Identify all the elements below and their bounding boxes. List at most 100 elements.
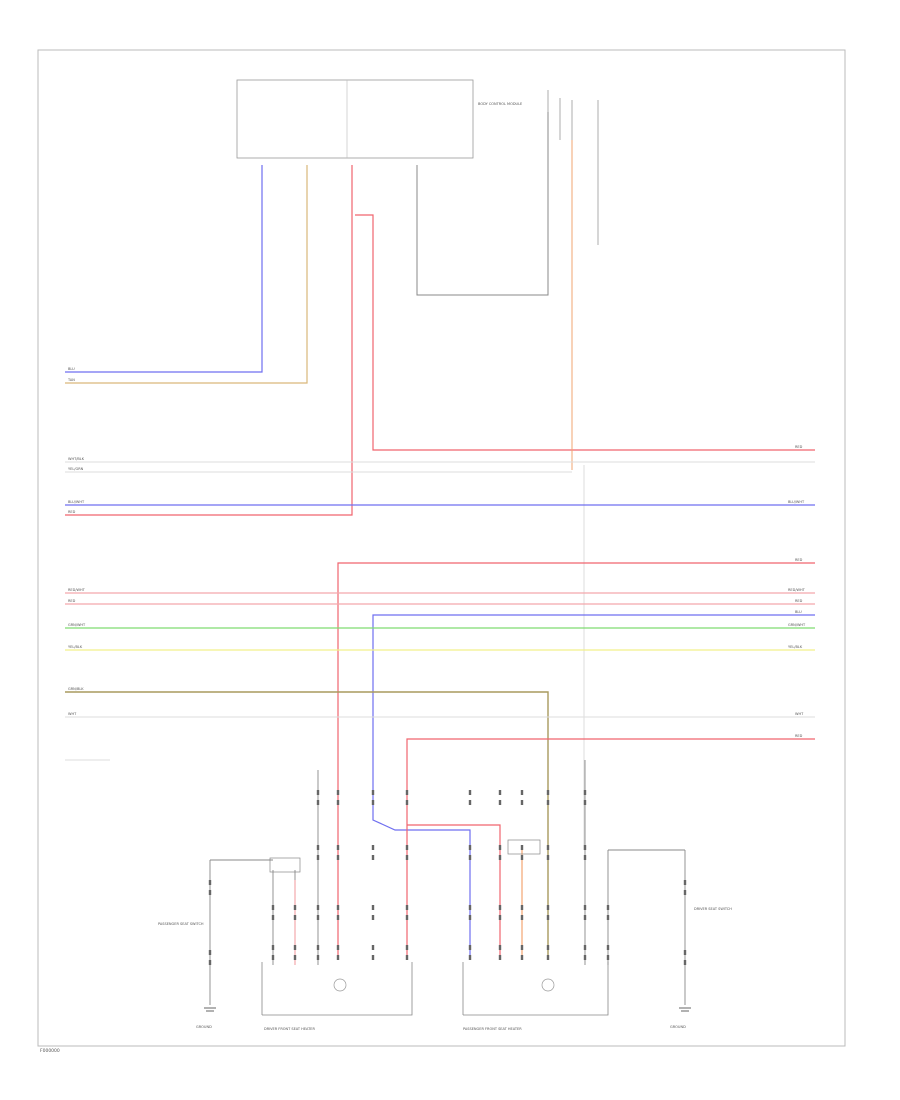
connector-pin <box>583 945 587 950</box>
connector-pin <box>208 960 212 965</box>
connector-pin <box>606 915 610 920</box>
right-heater-label: PASSENGER FRONT SEAT HEATER <box>463 1027 522 1031</box>
label-blu-right: BLU <box>795 610 802 614</box>
connector-pin <box>546 915 550 920</box>
connector-pin <box>405 790 409 795</box>
connector-pin <box>271 905 275 910</box>
connector-pin <box>336 945 340 950</box>
connector-pin <box>520 905 524 910</box>
connector-pin <box>336 915 340 920</box>
top-module-label: BODY CONTROL MODULE <box>478 102 522 106</box>
label-red4-right: RED <box>795 734 803 738</box>
label-yelblk-left: YEL/BLK <box>68 645 83 649</box>
left-heater-label: DRIVER FRONT SEAT HEATER <box>264 1027 315 1031</box>
connector-pin <box>546 855 550 860</box>
right-switch-label: DRIVER SEAT SWITCH <box>694 907 732 911</box>
connector-pin <box>316 905 320 910</box>
connector-pin <box>316 790 320 795</box>
right-ground-symbol: GROUND DRIVER SEAT SWITCH <box>670 907 732 1029</box>
connector-pin <box>546 955 550 960</box>
footer-code: F000000 <box>40 1048 60 1054</box>
connector-pin <box>208 950 212 955</box>
connector-pin <box>405 915 409 920</box>
connector-pin <box>371 845 375 850</box>
connector-pin <box>606 905 610 910</box>
connector-pin <box>336 855 340 860</box>
connector-pin <box>606 955 610 960</box>
right-heater-box: PASSENGER FRONT SEAT HEATER <box>462 962 609 1031</box>
wire-olive-h-drop <box>65 691 549 960</box>
connector-pin <box>498 845 502 850</box>
connector-pin <box>498 915 502 920</box>
connector-pin <box>293 955 297 960</box>
connector-pin <box>405 845 409 850</box>
connector-pin <box>405 855 409 860</box>
label-wht-left: WHT <box>68 712 77 716</box>
wire-gray-module <box>416 112 549 296</box>
connector-pin <box>468 855 472 860</box>
connector-pin <box>468 915 472 920</box>
connector-pin <box>546 790 550 795</box>
connector-right <box>507 839 541 855</box>
connector-pin <box>583 915 587 920</box>
label-redwht-left: RED/WHT <box>68 588 86 592</box>
connector-pin <box>468 800 472 805</box>
connector-pin <box>371 945 375 950</box>
wire-red-h-drop <box>337 562 815 960</box>
connector-pin <box>468 905 472 910</box>
connector-pin <box>316 915 320 920</box>
connector-pin <box>583 955 587 960</box>
label-tan-left: TAN <box>67 378 75 382</box>
connector-pin <box>583 790 587 795</box>
connector-pin <box>371 955 375 960</box>
connector-pin <box>520 855 524 860</box>
connector-pin <box>520 800 524 805</box>
connector-pin <box>293 945 297 950</box>
connector-pin <box>271 955 275 960</box>
connector-pin <box>546 800 550 805</box>
label-wht-right: WHT <box>795 712 804 716</box>
connector-pin <box>405 955 409 960</box>
connector-pin <box>498 800 502 805</box>
connector-pin <box>468 955 472 960</box>
connector-pin <box>208 880 212 885</box>
connector-pin <box>316 945 320 950</box>
wire-red-cross <box>407 824 501 960</box>
connector-pin <box>336 790 340 795</box>
connector-pin <box>271 945 275 950</box>
label-red2-right: RED <box>795 558 803 562</box>
label-redwht-right: RED/WHT <box>788 588 806 592</box>
label-yelblk-right: YEL/BLK <box>788 645 803 649</box>
connector-pin <box>683 890 687 895</box>
connector-left <box>269 857 301 873</box>
connector-pin <box>405 945 409 950</box>
connector-pin <box>371 915 375 920</box>
label-blu-left: BLU <box>68 367 75 371</box>
connector-pin <box>336 845 340 850</box>
connector-pin <box>583 845 587 850</box>
label-grnblk-left: GRN/BLK <box>68 687 84 691</box>
wire-red-branch <box>355 214 815 451</box>
connector-pin <box>520 945 524 950</box>
left-ground-label: GROUND <box>196 1025 212 1029</box>
label-grnwht-left: GRN/WHT <box>68 623 86 627</box>
connector-pin <box>498 955 502 960</box>
label-bluwht-right: BLU/WHT <box>788 500 805 504</box>
connector-pin <box>583 905 587 910</box>
connector-pin <box>546 945 550 950</box>
connector-pin <box>371 790 375 795</box>
connector-pin <box>336 800 340 805</box>
connector-pin <box>546 845 550 850</box>
connector-pin <box>683 960 687 965</box>
connector-pin <box>546 905 550 910</box>
connector-pin <box>293 915 297 920</box>
connector-pin <box>520 955 524 960</box>
connector-pin <box>683 950 687 955</box>
connector-pin <box>498 945 502 950</box>
connector-pin <box>371 905 375 910</box>
connector-pins <box>208 790 687 965</box>
label-red3-right: RED <box>795 599 803 603</box>
connector-pin <box>468 845 472 850</box>
connector-pin <box>271 915 275 920</box>
